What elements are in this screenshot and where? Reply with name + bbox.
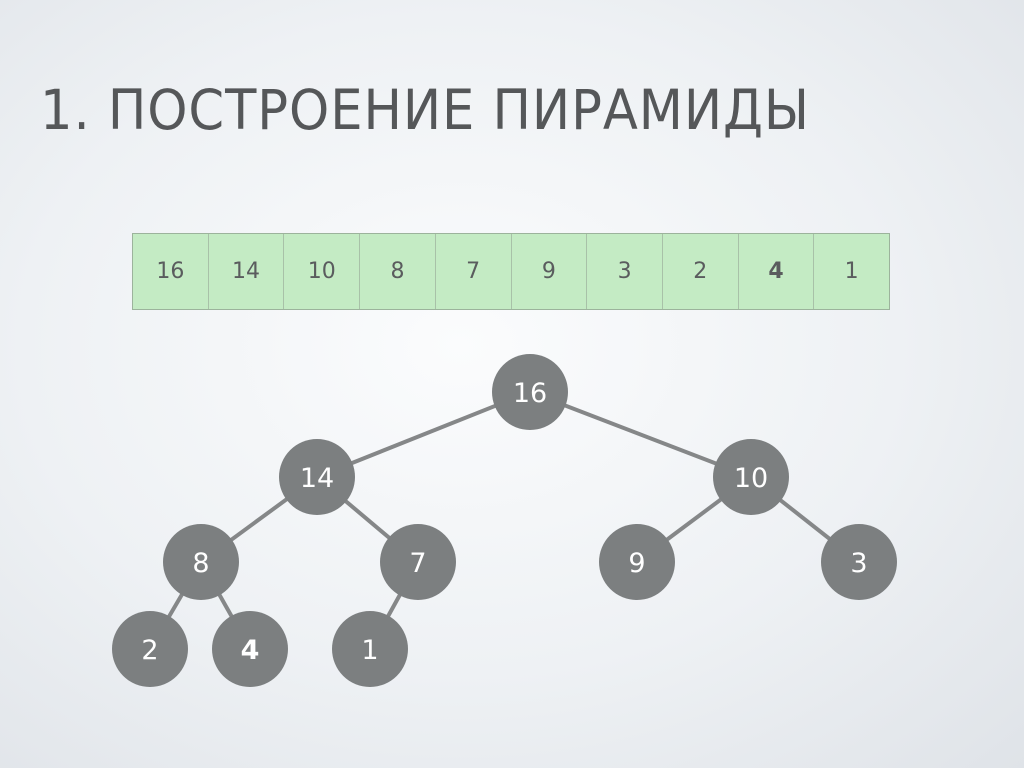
tree-node: 3 xyxy=(821,524,897,600)
tree-node-circle xyxy=(492,354,568,430)
array-cell: 16 xyxy=(133,234,209,309)
tree-edge xyxy=(316,390,531,479)
tree-node-label: 1 xyxy=(361,635,378,666)
array-cell: 10 xyxy=(284,234,361,309)
tree-node-label: 2 xyxy=(141,635,158,666)
tree-node: 14 xyxy=(279,439,355,515)
slide-title: 1. ПОСТРОЕНИЕ ПИРАМИДЫ xyxy=(40,78,810,142)
tree-node-circle xyxy=(599,524,675,600)
tree-node: 9 xyxy=(599,524,675,600)
tree-node-label: 8 xyxy=(192,548,209,579)
array-cell: 2 xyxy=(663,234,739,309)
tree-node-circle xyxy=(821,524,897,600)
tree-edges xyxy=(148,390,861,651)
tree-node-label: 16 xyxy=(513,378,547,409)
array-cell: 4 xyxy=(739,234,815,309)
tree-node: 7 xyxy=(380,524,456,600)
tree-node-circle xyxy=(332,611,408,687)
tree-node: 1 xyxy=(332,611,408,687)
array-cell: 9 xyxy=(512,234,588,309)
tree-edge xyxy=(529,390,752,479)
tree-node-label: 7 xyxy=(409,548,426,579)
tree-node: 8 xyxy=(163,524,239,600)
tree-node: 16 xyxy=(492,354,568,430)
tree-node-label: 3 xyxy=(850,548,867,579)
array-cell: 7 xyxy=(436,234,512,309)
tree-node-circle xyxy=(380,524,456,600)
tree-node: 4 xyxy=(212,611,288,687)
tree-node-circle xyxy=(112,611,188,687)
tree-node: 2 xyxy=(112,611,188,687)
tree-node-label: 9 xyxy=(628,548,645,579)
tree-nodes: 16 14 10 8 7 9 3 2 4 1 xyxy=(112,354,897,687)
tree-node-circle xyxy=(279,439,355,515)
array-cell: 14 xyxy=(209,234,285,309)
tree-node-circle xyxy=(713,439,789,515)
array-cell: 1 xyxy=(844,259,859,284)
array-cell: 8 xyxy=(360,234,436,309)
tree-node-label: 10 xyxy=(734,463,768,494)
tree-node-circle xyxy=(212,611,288,687)
tree-node-label: 14 xyxy=(300,463,334,494)
tree-node: 10 xyxy=(713,439,789,515)
tree-node-label: 4 xyxy=(241,635,260,666)
tree-node-circle xyxy=(163,524,239,600)
array-cell: 3 xyxy=(587,234,663,309)
